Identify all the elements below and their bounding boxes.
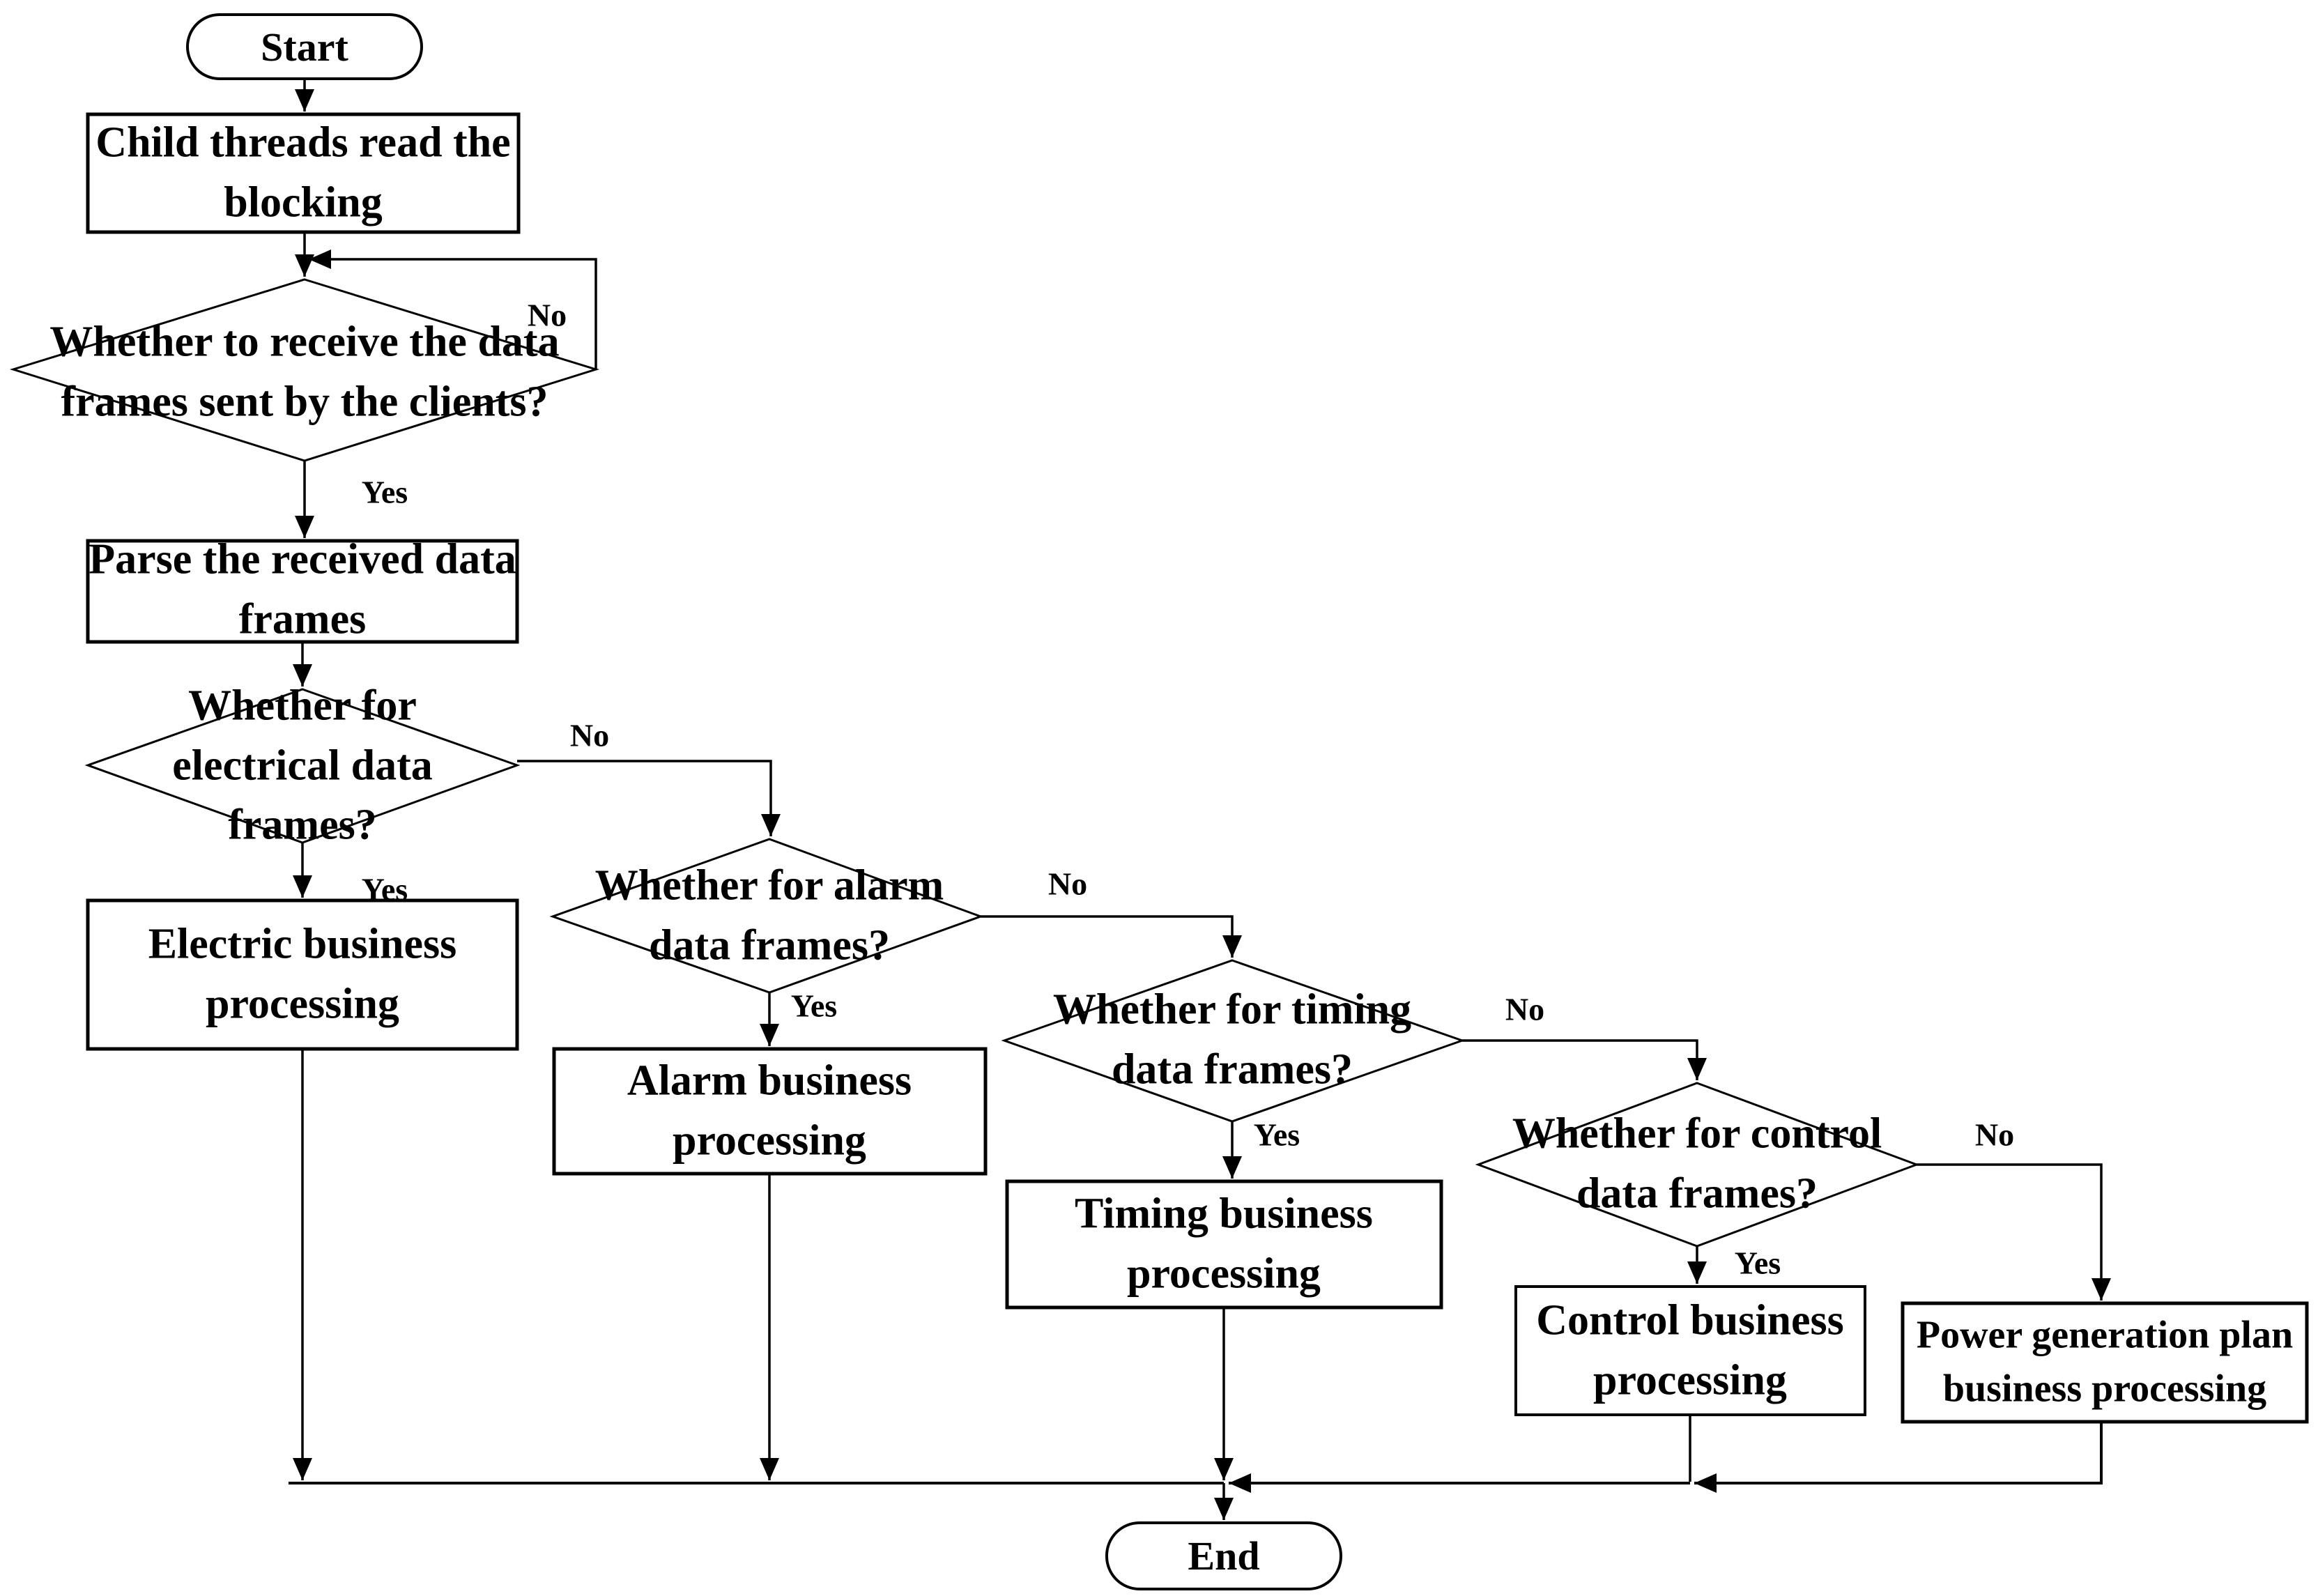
timing-yes-label: Yes: [1253, 1117, 1300, 1153]
electric-processing-label: Electric business processing: [148, 920, 457, 1027]
control-decision-label: Whether for control data frames?: [1512, 1110, 1882, 1217]
timing-box-shape: [1005, 1179, 1443, 1310]
parse-box-shape: [86, 539, 519, 644]
electrical-decision-label: Whether for electrical data frames?: [172, 682, 433, 849]
timing-no-label: No: [1505, 991, 1545, 1027]
power-box-shape: [1901, 1301, 2309, 1424]
parse-label: Parse the received data frames: [89, 535, 516, 643]
receive-decision-shape: [9, 278, 600, 462]
start-terminator-shape: [186, 13, 423, 80]
bus-right-from-power: [1694, 1422, 2103, 1493]
start-label: Start: [261, 24, 348, 70]
control-no-label: No: [1974, 1117, 2015, 1153]
edge-timing-no: [1462, 1039, 1707, 1080]
control-processing-label: Control business processing: [1536, 1296, 1844, 1404]
alarm-processing-label: Alarm business processing: [627, 1057, 912, 1164]
electrical-decision-shape: [84, 688, 521, 844]
receive-decision-label: Whether to receive the data frames sent …: [49, 318, 560, 425]
child-threads-box-shape: [86, 112, 521, 234]
timing-processing-label: Timing business processing: [1075, 1190, 1373, 1297]
child-threads-label: Child threads read the blocking: [95, 118, 511, 226]
electrical-no-label: No: [569, 717, 610, 753]
electrical-yes-label: Yes: [361, 871, 408, 907]
end-terminator-shape: [1105, 1521, 1342, 1590]
timing-decision-label: Whether for timing data frames?: [1052, 985, 1412, 1093]
control-box-shape: [1514, 1285, 1866, 1416]
edge-receive-no-loop: [309, 250, 597, 369]
alarm-yes-label: Yes: [790, 988, 838, 1024]
power-processing-label: Power generation plan business processin…: [1916, 1313, 2294, 1411]
alarm-decision-label: Whether for alarm data frames?: [594, 861, 944, 969]
alarm-box-shape: [552, 1047, 988, 1176]
timing-decision-shape: [1001, 959, 1466, 1123]
edge-control-no: [1917, 1163, 2111, 1300]
receive-no-label: No: [527, 297, 567, 333]
electric-box-shape: [86, 898, 519, 1051]
edge-alarm-no: [981, 915, 1242, 958]
alarm-decision-shape: [549, 838, 984, 994]
edge-electrical-no: [517, 760, 781, 836]
end-label: End: [1188, 1533, 1260, 1579]
control-decision-shape: [1475, 1082, 1920, 1248]
receive-yes-label: Yes: [361, 474, 408, 510]
control-yes-label: Yes: [1734, 1245, 1781, 1281]
alarm-no-label: No: [1047, 866, 1088, 902]
